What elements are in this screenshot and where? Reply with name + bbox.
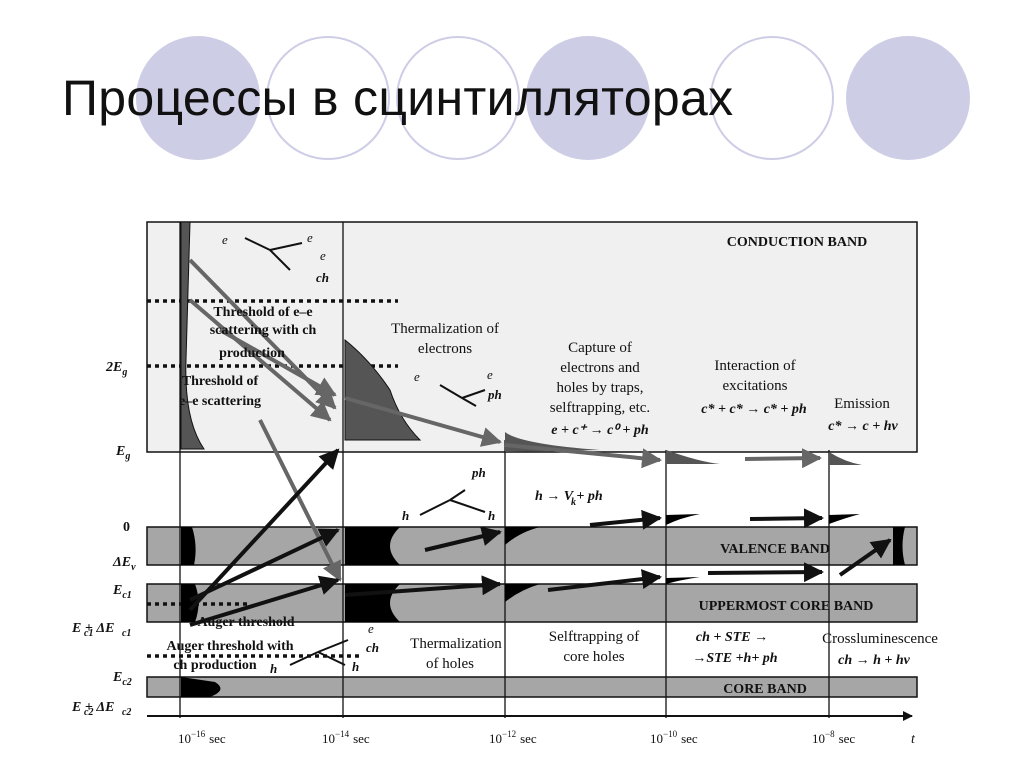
stage-ste-2: →STE +h+ ph	[692, 651, 777, 666]
stage-capture-4: selftrapping, etc.	[550, 400, 650, 416]
hole-distribution-valence-6	[893, 527, 905, 565]
level-delta-ev: ΔEv	[112, 555, 136, 573]
stage-interaction-2: excitations	[723, 378, 788, 394]
level-zero: 0	[123, 520, 130, 535]
stage-capture-1: Capture of	[568, 340, 632, 356]
threshold-ee-ch-text-1: Threshold of e–e	[213, 305, 312, 320]
hole-distribution-valence-5	[829, 514, 860, 524]
particle-ph-2: ph	[471, 465, 486, 480]
particle-e-2: e	[307, 230, 313, 245]
particle-e-3: e	[320, 248, 326, 263]
core-band	[146, 676, 918, 698]
decor-circle-1	[136, 36, 260, 160]
valence-band-label: VALENCE BAND	[720, 542, 830, 557]
level-ec1-delta: E + ΔE	[71, 621, 114, 636]
particle-h-1: h	[402, 508, 409, 523]
stage-ste-1: ch + STE →	[696, 630, 768, 645]
particle-ph-1: ph	[487, 387, 502, 402]
auger-threshold-text: Auger threshold	[197, 615, 294, 630]
particle-h-2: h	[488, 508, 495, 523]
stage-selftrap-1: Selftrapping of	[549, 629, 639, 645]
level-ec1-delta-sub: c1 c1	[84, 628, 131, 639]
particle-ch-1: ch	[316, 270, 329, 285]
level-ec2: Ec2	[112, 670, 132, 688]
uppermost-core-band-label: UPPERMOST CORE BAND	[699, 599, 874, 614]
scattering-glyphs	[244, 237, 486, 666]
stage-therm-holes-2: of holes	[426, 656, 474, 672]
stage-emission-1: Emission	[834, 396, 890, 412]
particle-ch-2: ch	[366, 640, 379, 655]
particle-h-3: h	[270, 661, 277, 676]
threshold-ee-ch-text-2: scattering with ch	[210, 323, 317, 338]
threshold-ee-ch-text-3: production	[219, 346, 285, 361]
level-ec2-delta-sub: c2 c2	[84, 707, 131, 718]
conduction-band-label: CONDUCTION BAND	[727, 235, 867, 250]
stage-cross-2: ch → h + hν	[838, 653, 911, 668]
core-hole-distribution-3	[505, 584, 540, 602]
stage-therm-holes-1: Thermalization	[410, 636, 502, 652]
decor-circle-2	[266, 36, 390, 160]
stage-interaction-formula: c* + c* → c* + ph	[701, 402, 807, 417]
hole-relaxation-arrows	[188, 448, 892, 627]
core-hole-distribution-1	[181, 584, 199, 622]
conduction-band	[146, 221, 918, 453]
stage-capture-2: electrons and	[560, 360, 640, 376]
particle-e-6: e	[368, 621, 374, 636]
level-2eg: 2Eg	[105, 360, 127, 378]
threshold-ee-text-1: Threshold of	[182, 374, 259, 389]
threshold-ee-text-2: e–e scattering	[179, 394, 261, 409]
electron-relaxation-arrows	[188, 258, 822, 582]
hole-distribution-valence-2	[345, 527, 400, 565]
hole-distribution-valence-1	[181, 527, 196, 565]
stage-therm-electrons-2: electrons	[418, 341, 472, 357]
particle-e-1: e	[222, 232, 228, 247]
core-band-label: CORE BAND	[723, 682, 807, 697]
slide-title: Процессы в сцинтилляторах	[62, 70, 734, 126]
electron-distribution-stage5	[829, 452, 862, 465]
particle-h-4: h	[352, 659, 359, 674]
electron-distribution-stage4	[666, 450, 720, 464]
auger-ch-threshold-text-2: ch production	[173, 658, 257, 673]
initial-electron-distribution	[180, 221, 205, 450]
level-ec1: Ec1	[112, 583, 132, 601]
stage-vk-formula: h → V + ph	[535, 489, 603, 504]
stage-cross-1: Crossluminescence	[822, 631, 938, 647]
electron-distribution-stage2	[344, 338, 422, 441]
hole-distribution-valence-3	[505, 527, 540, 545]
decor-circle-5	[710, 36, 834, 160]
decor-circle-4	[526, 36, 650, 160]
stage-vk-subscript: k	[571, 497, 576, 508]
particle-e-5: e	[487, 367, 493, 382]
stage-emission-formula: c* → c + hν	[828, 419, 898, 434]
time-axis-label: t	[911, 732, 916, 747]
stage-capture-3: holes by traps,	[556, 380, 643, 396]
stage-interaction-1: Interaction of	[714, 358, 795, 374]
decor-circle-3	[396, 36, 520, 160]
stage-therm-electrons-1: Thermalization of	[391, 321, 499, 337]
stage-selftrap-2: core holes	[563, 649, 624, 665]
hole-distribution-valence-4	[666, 514, 700, 525]
level-ec2-delta: E + ΔE	[71, 700, 114, 715]
particle-e-4: e	[414, 369, 420, 384]
stage-capture-formula: e + c⁺ → c⁰ + ph	[551, 423, 649, 438]
core-hole-distribution-4	[666, 577, 700, 584]
uppermost-core-band	[146, 583, 918, 623]
level-eg: Eg	[115, 444, 130, 462]
auger-ch-threshold-text-1: Auger threshold with	[166, 639, 293, 654]
decor-circle-6	[846, 36, 970, 160]
deep-core-distribution	[181, 677, 221, 697]
